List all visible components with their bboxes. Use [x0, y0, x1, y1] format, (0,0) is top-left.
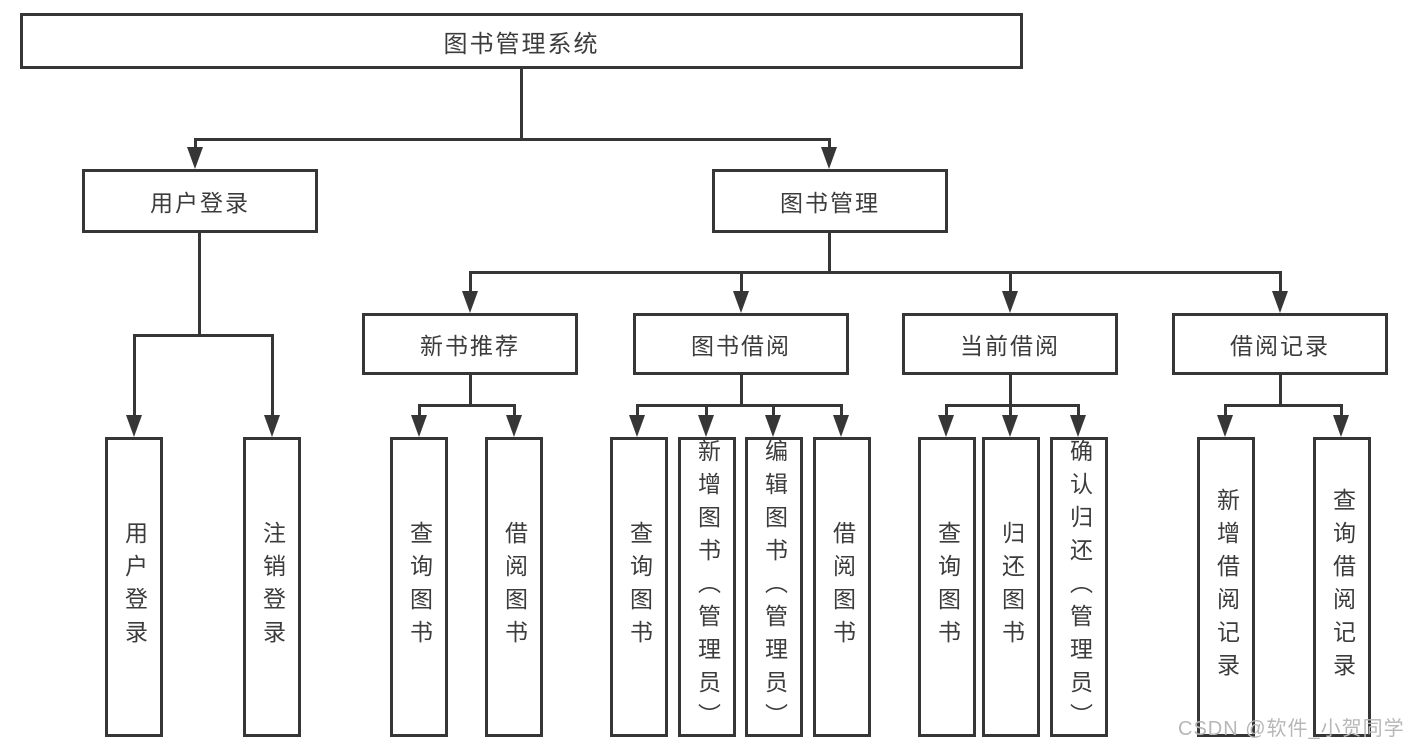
- leaf-query-borrow-record: 查询借阅记录: [1313, 437, 1371, 737]
- connector-current-drop-1: [945, 404, 948, 416]
- leaf-confirm-return-admin-label: 确认归还（管理员）: [1066, 438, 1093, 736]
- connector-borrow-drop-2: [705, 404, 708, 416]
- arrow-down-icon: [1272, 291, 1288, 313]
- leaf-borrow-books-label: 借阅图书: [829, 521, 856, 653]
- csdn-watermark: CSDN @软件_小贺同学: [1178, 718, 1405, 740]
- leaf-borrow-books: 借阅图书: [813, 437, 871, 737]
- node-system-root-label: 图书管理系统: [443, 30, 600, 58]
- leaf-query-books-current: 查询图书: [918, 437, 976, 737]
- leaf-query-books-recommend-label: 查询图书: [406, 521, 433, 653]
- leaf-user-login-label: 用户登录: [121, 521, 148, 653]
- arrow-down-icon: [938, 415, 954, 437]
- node-book-borrow: 图书借阅: [633, 313, 849, 375]
- connector-borrow-drop-3: [772, 404, 775, 416]
- leaf-edit-books-admin: 编辑图书（管理员）: [745, 437, 803, 737]
- connector-book-mgmt-drop-2: [740, 271, 743, 293]
- connector-recommend-drop-1: [418, 404, 421, 416]
- connector-borrow-branch: [636, 404, 843, 407]
- arrow-down-icon: [126, 415, 142, 437]
- leaf-edit-books-admin-label: 编辑图书（管理员）: [761, 438, 788, 736]
- arrow-down-icon: [629, 415, 645, 437]
- connector-records-stem: [1279, 373, 1282, 407]
- arrow-down-icon: [765, 415, 781, 437]
- node-new-book-recommend-label: 新书推荐: [420, 333, 520, 359]
- node-user-login-label: 用户登录: [150, 190, 250, 216]
- arrow-down-icon: [187, 147, 203, 169]
- leaf-query-books-borrow-label: 查询图书: [626, 521, 653, 653]
- connector-borrow-drop-4: [840, 404, 843, 416]
- connector-current-stem: [1009, 373, 1012, 407]
- leaf-borrow-books-recommend-label: 借阅图书: [501, 521, 528, 653]
- connector-recommend-drop-2: [513, 404, 516, 416]
- leaf-logout-label: 注销登录: [259, 521, 286, 653]
- connector-root-drop-right: [828, 138, 831, 151]
- node-book-management: 图书管理: [712, 169, 948, 233]
- connector-borrow-stem: [740, 373, 743, 407]
- node-current-borrow: 当前借阅: [902, 313, 1118, 375]
- connector-book-mgmt-branch: [469, 271, 1282, 274]
- connector-book-mgmt-drop-1: [469, 271, 472, 293]
- node-borrow-records-label: 借阅记录: [1230, 333, 1330, 359]
- arrow-down-icon: [698, 415, 714, 437]
- leaf-query-books-borrow: 查询图书: [610, 437, 668, 737]
- arrow-down-icon: [506, 415, 522, 437]
- connector-records-drop-2: [1340, 404, 1343, 416]
- connector-recommend-stem: [469, 373, 472, 407]
- node-book-borrow-label: 图书借阅: [691, 333, 791, 359]
- connector-recommend-branch: [418, 404, 516, 407]
- arrow-down-icon: [1002, 291, 1018, 313]
- leaf-add-books-admin: 新增图书（管理员）: [678, 437, 736, 737]
- connector-user-login-drop-2: [271, 334, 274, 417]
- arrow-down-icon: [264, 415, 280, 437]
- leaf-add-borrow-record-label: 新增借阅记录: [1213, 488, 1240, 686]
- arrow-down-icon: [1002, 415, 1018, 437]
- connector-current-drop-3: [1077, 404, 1080, 416]
- leaf-confirm-return-admin: 确认归还（管理员）: [1050, 437, 1108, 737]
- leaf-return-books-label: 归还图书: [998, 521, 1025, 653]
- connector-user-login-branch: [133, 334, 274, 337]
- connector-book-mgmt-drop-4: [1279, 271, 1282, 293]
- connector-user-login-drop-1: [133, 334, 136, 417]
- connector-current-branch: [945, 404, 1080, 407]
- leaf-add-books-admin-label: 新增图书（管理员）: [694, 438, 721, 736]
- node-new-book-recommend: 新书推荐: [362, 313, 578, 375]
- node-borrow-records: 借阅记录: [1172, 313, 1388, 375]
- arrow-down-icon: [462, 291, 478, 313]
- connector-root-branch: [194, 138, 831, 141]
- connector-records-drop-1: [1224, 404, 1227, 416]
- leaf-logout: 注销登录: [243, 437, 301, 737]
- leaf-add-borrow-record: 新增借阅记录: [1197, 437, 1255, 737]
- arrow-down-icon: [411, 415, 427, 437]
- leaf-query-borrow-record-label: 查询借阅记录: [1329, 488, 1356, 686]
- node-current-borrow-label: 当前借阅: [960, 333, 1060, 359]
- arrow-down-icon: [1333, 415, 1349, 437]
- node-user-login: 用户登录: [82, 169, 318, 233]
- arrow-down-icon: [733, 291, 749, 313]
- connector-root-drop-left: [194, 138, 197, 151]
- arrow-down-icon: [1070, 415, 1086, 437]
- connector-user-login-stem: [198, 231, 201, 336]
- connector-borrow-drop-1: [636, 404, 639, 416]
- connector-current-drop-2: [1009, 404, 1012, 416]
- connector-book-mgmt-drop-3: [1009, 271, 1012, 293]
- leaf-return-books: 归还图书: [982, 437, 1040, 737]
- arrow-down-icon: [821, 147, 837, 169]
- connector-records-branch: [1224, 404, 1343, 407]
- arrow-down-icon: [1217, 415, 1233, 437]
- arrow-down-icon: [833, 415, 849, 437]
- connector-root-stem: [520, 66, 523, 140]
- leaf-user-login: 用户登录: [105, 437, 163, 737]
- node-book-management-label: 图书管理: [780, 190, 880, 216]
- node-system-root: 图书管理系统: [20, 13, 1023, 69]
- leaf-query-books-current-label: 查询图书: [934, 521, 961, 653]
- connector-book-mgmt-stem: [828, 231, 831, 273]
- leaf-borrow-books-recommend: 借阅图书: [485, 437, 543, 737]
- leaf-query-books-recommend: 查询图书: [390, 437, 448, 737]
